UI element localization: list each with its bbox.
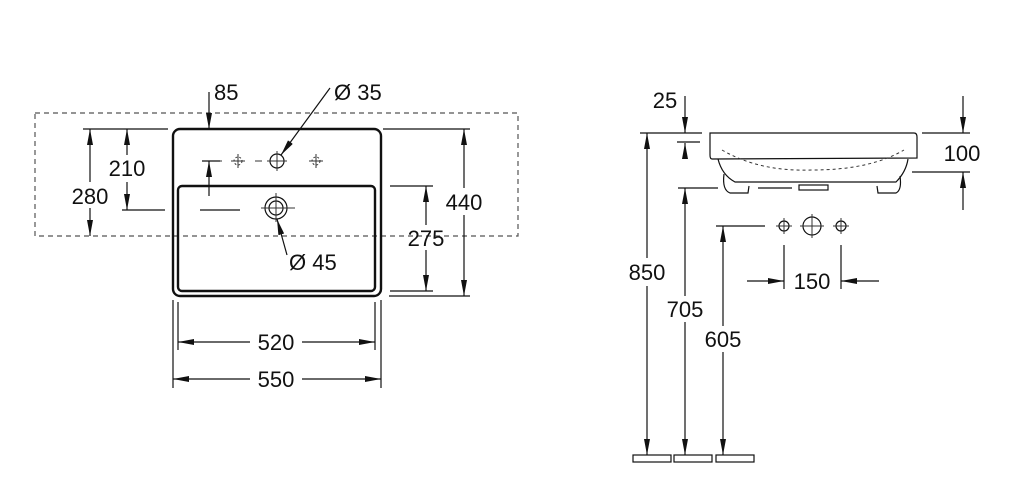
dim-520: 520 — [258, 330, 295, 355]
basin-bowl — [176, 184, 377, 293]
basin-outline — [171, 127, 383, 298]
floor-block — [715, 454, 755, 463]
floor-block — [632, 454, 672, 463]
top-view: 85 Ø 35 Ø 45 210 280 440 275 — [34, 80, 519, 392]
dim-850: 850 — [629, 260, 666, 285]
tap-hole-left-icon — [776, 218, 792, 234]
tap-hole-center-icon — [267, 151, 287, 171]
dim-440: 440 — [446, 190, 483, 215]
dim-overflow-diameter: Ø 45 — [289, 250, 337, 275]
floor-block — [673, 454, 713, 463]
dim-280: 280 — [72, 184, 109, 209]
dim-150: 150 — [794, 269, 831, 294]
side-view: 25 850 705 605 100 — [629, 88, 981, 463]
dim-tap-offset: 85 — [214, 80, 238, 105]
tap-hole-right-icon — [309, 154, 323, 168]
wall-outline-dashed — [34, 112, 519, 237]
tap-hole-center-icon — [800, 214, 824, 238]
dim-210: 210 — [109, 156, 146, 181]
overflow-hole-icon — [261, 193, 295, 222]
dim-275: 275 — [408, 226, 445, 251]
basin-side-profile — [709, 132, 918, 194]
tap-hole-right-icon — [833, 218, 849, 234]
dim-605: 605 — [705, 327, 742, 352]
dim-705: 705 — [667, 297, 704, 322]
dim-tap-hole-diameter: Ø 35 — [334, 80, 382, 105]
tap-hole-left-icon — [231, 154, 245, 168]
dim-550: 550 — [258, 367, 295, 392]
dim-25: 25 — [653, 88, 677, 113]
dim-100: 100 — [944, 141, 981, 166]
tap-holes — [202, 151, 323, 171]
